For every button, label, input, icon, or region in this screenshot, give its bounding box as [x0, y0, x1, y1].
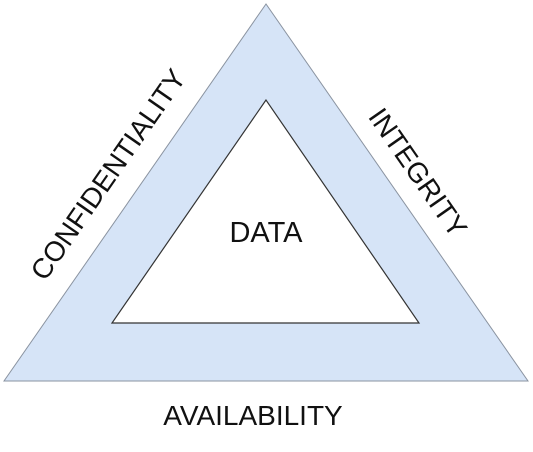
- side-label-bottom: AVAILABILITY: [163, 400, 343, 431]
- inner-triangle: [110, 98, 421, 324]
- center-label: DATA: [229, 217, 303, 249]
